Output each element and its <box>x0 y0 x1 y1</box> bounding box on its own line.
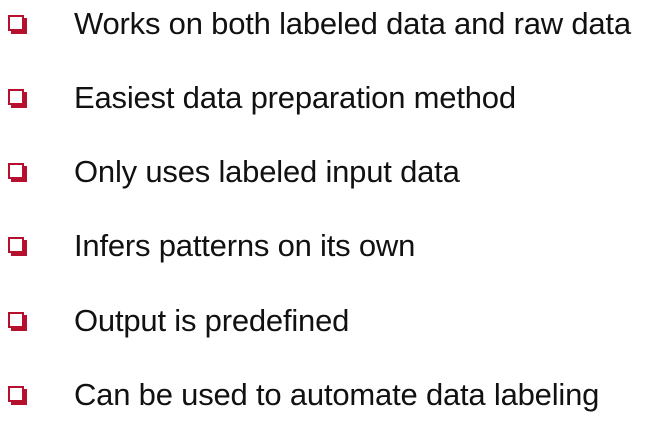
list-item: Works on both labeled data and raw data <box>0 2 649 50</box>
list-item: Output is predefined <box>0 299 649 347</box>
list-item: Easiest data preparation method <box>0 76 649 124</box>
list-item-label: Output is predefined <box>74 303 350 338</box>
list-item: Can be used to automate data labeling <box>0 373 649 421</box>
list-item-label: Easiest data preparation method <box>74 80 516 115</box>
list-item: Only uses labeled input data <box>0 150 649 198</box>
checkbox-empty-icon <box>8 89 24 105</box>
list-item: Infers patterns on its own <box>0 224 649 272</box>
list-item-label: Can be used to automate data labeling <box>74 377 600 412</box>
list-item-label: Works on both labeled data and raw data <box>74 6 631 41</box>
list-item-label: Only uses labeled input data <box>74 154 460 189</box>
checkbox-empty-icon <box>8 386 24 402</box>
checkbox-empty-icon <box>8 163 24 179</box>
checkbox-empty-icon <box>8 312 24 328</box>
checkbox-empty-icon <box>8 15 24 31</box>
checkbox-empty-icon <box>8 237 24 253</box>
list-item-label: Infers patterns on its own <box>74 228 416 263</box>
